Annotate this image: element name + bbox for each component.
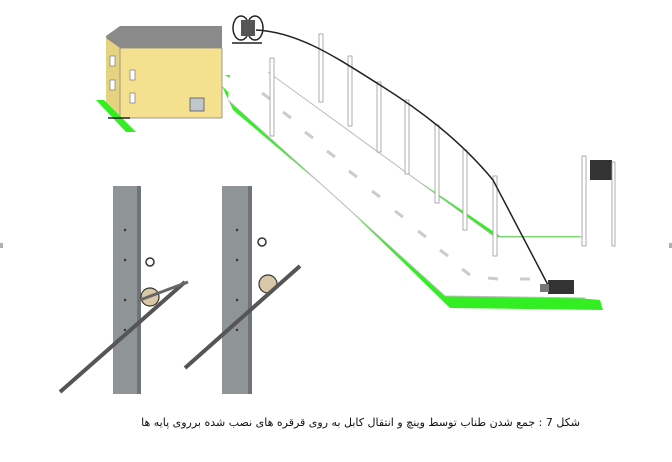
pulling-rope [255,29,549,286]
page-margin-mark-right [669,243,672,248]
page-margin-mark-left [0,243,3,248]
building [96,26,223,132]
pulley-photo-right [183,186,302,394]
cable-drum [232,15,264,44]
building-roof [106,26,222,48]
building-front-wall [119,47,223,119]
road-center-dashes [261,91,530,281]
pulley-photo-left [58,186,189,394]
winch [540,280,574,294]
figure-caption: شکل 7 : جمع شدن طناب توسط وینچ و انتقال … [141,416,580,429]
building-ground-grass [96,100,136,132]
building-side-windows [109,55,136,104]
terminal-pole [581,155,616,247]
building-window [189,97,205,112]
building-side-wall [106,38,120,118]
